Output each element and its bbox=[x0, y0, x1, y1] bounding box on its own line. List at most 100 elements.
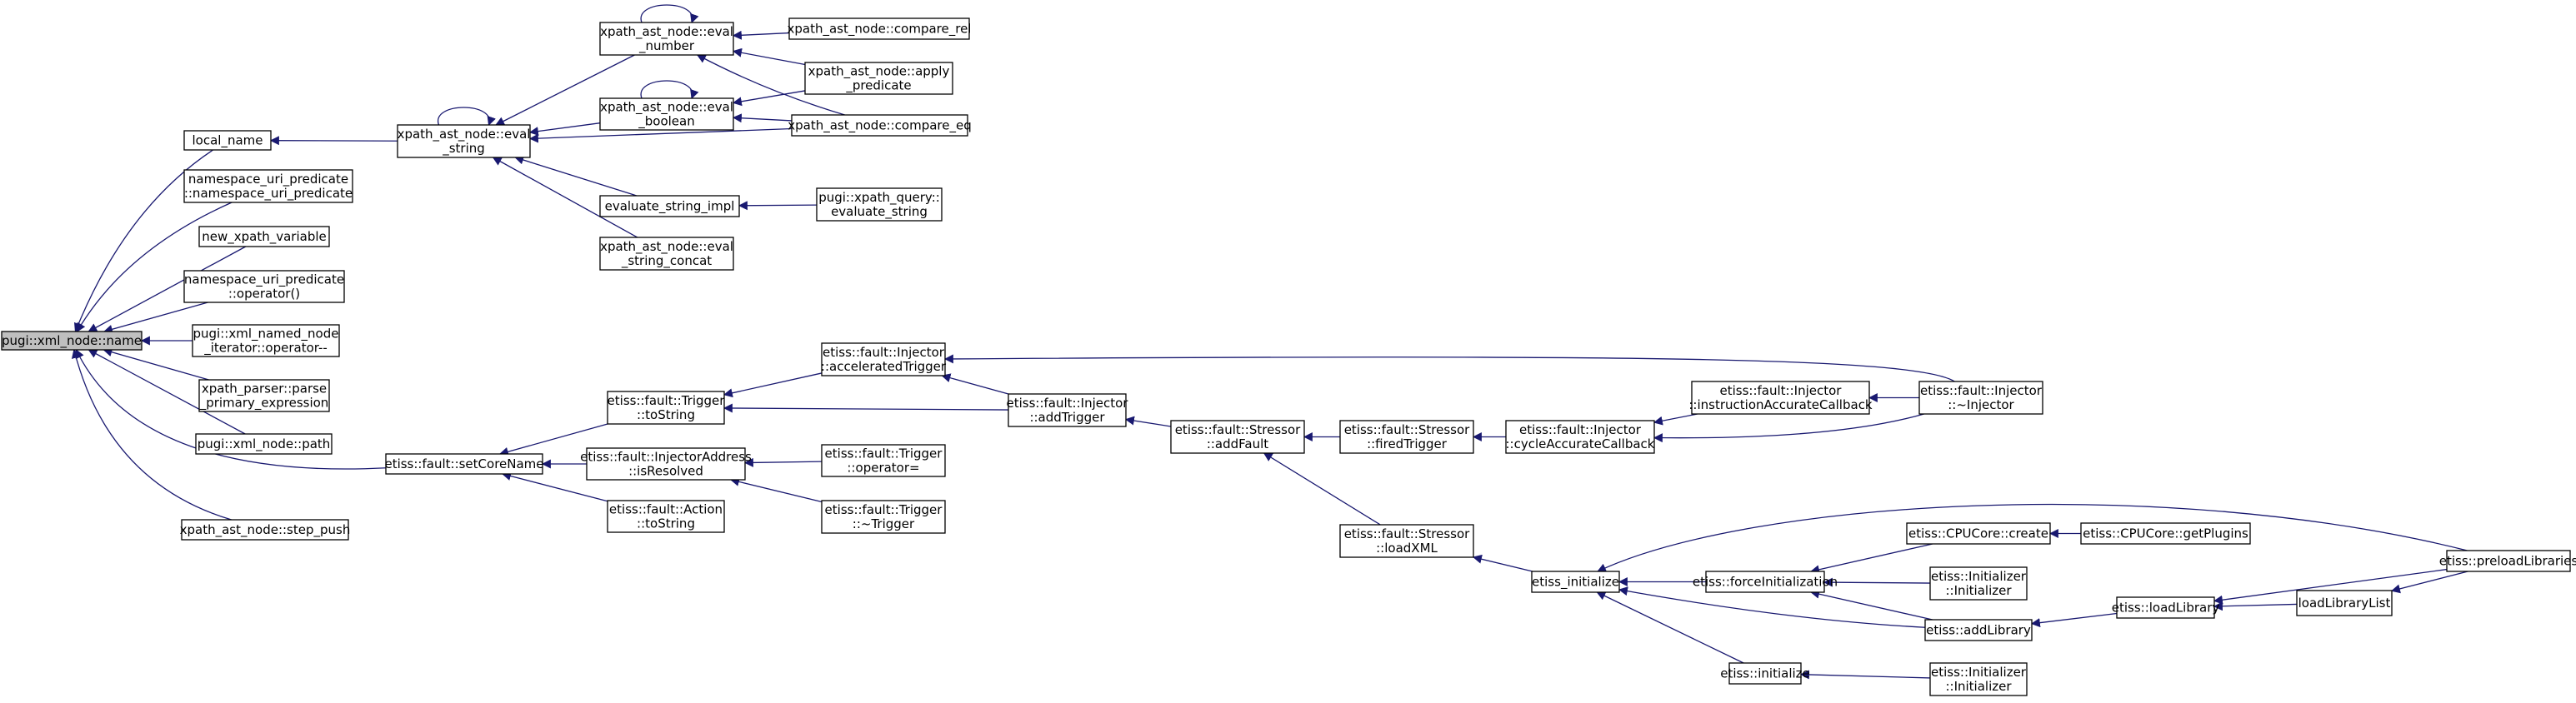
node-local-name[interactable]: local_name bbox=[183, 130, 272, 151]
node-named-iter[interactable]: pugi::xml_named_node_iterator::operator-… bbox=[192, 324, 340, 357]
node-ns-pred[interactable]: namespace_uri_predicate::namespace_uri_p… bbox=[183, 169, 353, 203]
node-box bbox=[599, 22, 734, 56]
node-eval-string[interactable]: xpath_ast_node::eval_string bbox=[397, 124, 531, 158]
node-compare-eq[interactable]: xpath_ast_node::compare_eq bbox=[788, 114, 972, 137]
edge-loadXML-to-addFault bbox=[1263, 452, 1381, 526]
edge-ns_op-to-name bbox=[103, 302, 208, 334]
edge-inj_dtor-to-cycleAcc bbox=[1653, 413, 1924, 443]
node-label: etiss::addLibrary bbox=[1926, 623, 2031, 638]
node-cycleAcc[interactable]: etiss::fault::Injector::cycleAccurateCal… bbox=[1505, 420, 1655, 454]
node-box bbox=[183, 130, 272, 151]
edge-parse_primary-to-name bbox=[103, 347, 209, 381]
node-box bbox=[1691, 381, 1870, 415]
node-label: pugi::xml_node::path bbox=[198, 436, 331, 452]
node-apply-pred[interactable]: xpath_ast_node::apply_predicate bbox=[804, 62, 953, 95]
node-label: xpath_ast_node::compare_eq bbox=[788, 118, 971, 134]
node-box bbox=[1918, 381, 2043, 415]
node-box bbox=[2080, 522, 2251, 545]
node-initializer1[interactable]: etiss::Initializer::Initializer bbox=[1929, 566, 2028, 601]
node-box bbox=[586, 447, 746, 481]
node-forceInit[interactable]: etiss::forceInitialization bbox=[1693, 571, 1838, 593]
node-label: xpath_ast_node::eval bbox=[600, 24, 733, 40]
node-etiss-initialize[interactable]: etiss::initialize bbox=[1720, 662, 1810, 685]
node-label: ::namespace_uri_predicate bbox=[184, 186, 353, 202]
node-loadXML[interactable]: etiss::fault::Stressor::loadXML bbox=[1339, 524, 1474, 558]
edge-preload-to-loadLibList bbox=[2390, 571, 2468, 594]
node-box bbox=[788, 17, 970, 40]
node-box bbox=[821, 342, 946, 376]
edge-loadLibList-to-loadLibrary bbox=[2213, 601, 2298, 611]
node-eval-number[interactable]: xpath_ast_node::eval_number bbox=[599, 22, 734, 56]
node-act-tostr[interactable]: etiss::fault::Action::toString bbox=[607, 500, 725, 533]
node-label: evaluate_string_impl bbox=[605, 199, 735, 215]
node-acc-trig[interactable]: etiss::fault::Injector::acceleratedTrigg… bbox=[821, 342, 947, 376]
node-label: etiss::loadLibrary bbox=[2112, 601, 2220, 616]
node-box bbox=[607, 500, 725, 533]
node-step-push[interactable]: xpath_ast_node::step_push bbox=[180, 519, 351, 541]
node-ns-op[interactable]: namespace_uri_predicate::operator() bbox=[183, 270, 345, 303]
edge-eval_boolean-to-eval_string bbox=[528, 122, 601, 137]
edge-loadLibrary-to-addLibrary bbox=[2030, 612, 2118, 628]
node-instrAcc[interactable]: etiss::fault::Injector::instructionAccur… bbox=[1688, 381, 1873, 415]
node-label: ::Initializer bbox=[1945, 679, 2012, 694]
edge-eval_number-to-eval_string bbox=[495, 54, 635, 126]
node-add-trig[interactable]: etiss::fault::Injector::addTrigger bbox=[1007, 393, 1129, 427]
edge-add_trig-to-trig_tostr bbox=[723, 403, 1009, 413]
node-box bbox=[1505, 420, 1655, 454]
node-box bbox=[1728, 662, 1802, 685]
node-label: _string_concat bbox=[621, 253, 712, 269]
node-loadLibList[interactable]: loadLibraryList bbox=[2296, 590, 2393, 616]
edge-new_var-to-name bbox=[88, 246, 247, 332]
edge-trig_opeq-to-inj_isres bbox=[743, 457, 823, 467]
node-eval-str-impl[interactable]: evaluate_string_impl bbox=[599, 195, 740, 217]
edge-act_tostr-to-setCoreName bbox=[502, 471, 608, 502]
node-label: etiss::CPUCore::create bbox=[1908, 526, 2048, 541]
node-name[interactable]: pugi::xml_node::name bbox=[1, 331, 143, 351]
node-label: loadLibraryList bbox=[2298, 596, 2391, 611]
node-trig-opeq[interactable]: etiss::fault::Trigger::operator= bbox=[821, 444, 946, 477]
node-compare-rel[interactable]: xpath_ast_node::compare_rel bbox=[788, 17, 972, 40]
node-setCoreName[interactable]: etiss::fault::setCoreName bbox=[384, 453, 544, 475]
edge-compare_eq-to-eval_string bbox=[528, 127, 793, 143]
node-label: ::acceleratedTrigger bbox=[821, 359, 947, 374]
node-box bbox=[791, 114, 968, 137]
edge-etiss_initialize-to-etiss_init bbox=[1596, 591, 1744, 664]
node-new-var[interactable]: new_xpath_variable bbox=[198, 226, 330, 247]
edge-trig_dtor-to-inj_isres bbox=[730, 476, 823, 503]
node-eval-concat[interactable]: xpath_ast_node::eval_string_concat bbox=[599, 237, 734, 271]
edge-step_push-to-name bbox=[71, 348, 232, 521]
node-path[interactable]: pugi::xml_node::path bbox=[195, 433, 333, 455]
node-trig-dtor[interactable]: etiss::fault::Trigger::~Trigger bbox=[821, 500, 946, 534]
node-inj-dtor[interactable]: etiss::fault::Injector::~Injector bbox=[1918, 381, 2043, 415]
node-label: ::addFault bbox=[1207, 436, 1268, 451]
node-label: xpath_ast_node::eval bbox=[398, 127, 531, 142]
node-addFault[interactable]: etiss::fault::Stressor::addFault bbox=[1170, 420, 1305, 454]
node-box bbox=[599, 195, 740, 217]
node-initializer2[interactable]: etiss::Initializer::Initializer bbox=[1929, 662, 2028, 696]
node-label: local_name bbox=[193, 133, 263, 149]
node-trig-tostr[interactable]: etiss::fault::Trigger::toString bbox=[607, 391, 726, 425]
node-box bbox=[397, 124, 531, 158]
node-getPlugins[interactable]: etiss::CPUCore::getPlugins bbox=[2080, 522, 2251, 545]
node-etiss-init[interactable]: etiss_initialize bbox=[1531, 571, 1620, 593]
edge-initializer2-to-etiss_initialize bbox=[1799, 670, 1931, 680]
node-inj-isres[interactable]: etiss::fault::InjectorAddress::isResolve… bbox=[580, 447, 752, 481]
node-box bbox=[195, 433, 333, 455]
node-query-eval[interactable]: pugi::xpath_query::evaluate_string bbox=[816, 187, 943, 222]
node-box bbox=[1170, 420, 1305, 454]
node-parse-primary[interactable]: xpath_parser::parse_primary_expression bbox=[198, 379, 330, 412]
node-eval-boolean[interactable]: xpath_ast_node::eval_boolean bbox=[599, 97, 734, 131]
node-box bbox=[1929, 662, 2028, 696]
node-label: ::operator() bbox=[228, 287, 300, 302]
node-firedTrig[interactable]: etiss::fault::Stressor::firedTrigger bbox=[1339, 420, 1474, 454]
node-label: etiss::fault::Injector bbox=[1720, 383, 1843, 398]
node-addLibrary[interactable]: etiss::addLibrary bbox=[1924, 619, 2033, 641]
node-box bbox=[198, 379, 330, 412]
node-loadLibrary[interactable]: etiss::loadLibrary bbox=[2112, 596, 2220, 619]
edge-ns_pred-to-name bbox=[76, 202, 233, 332]
node-box bbox=[599, 97, 734, 131]
node-cpucore-create[interactable]: etiss::CPUCore::create bbox=[1906, 522, 2051, 545]
node-preload[interactable]: etiss::preloadLibraries bbox=[2439, 550, 2576, 572]
node-box bbox=[821, 500, 946, 534]
